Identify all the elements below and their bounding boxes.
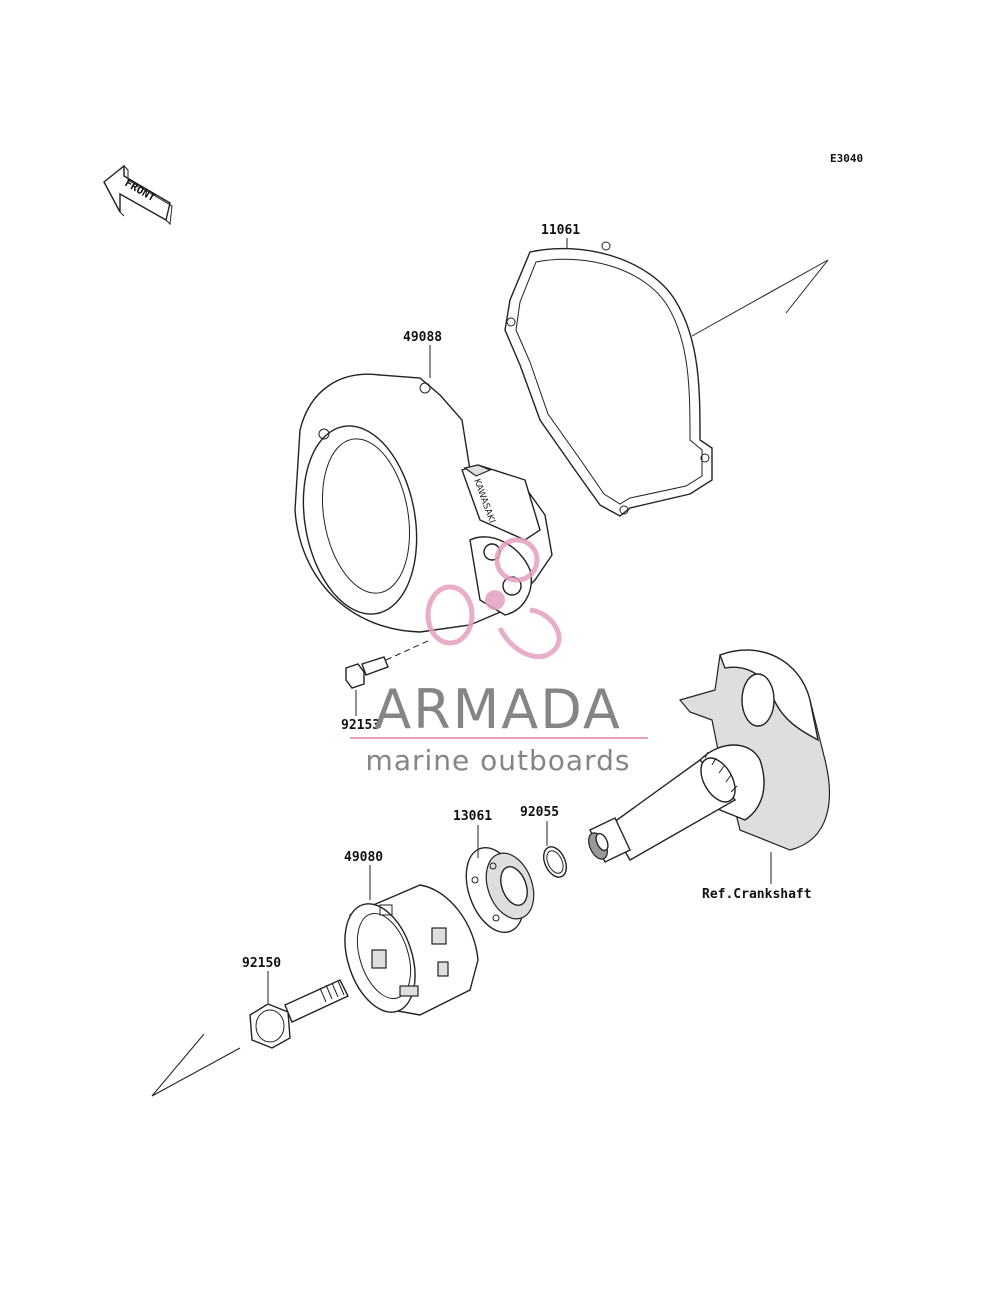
front-arrow-icon: FRONT [103, 164, 173, 226]
recoil-drum-49080 [344, 884, 479, 1016]
lower-centerline [151, 1033, 241, 1097]
reference-label: Ref.Crankshaft [702, 887, 812, 902]
armada-logo-icon [425, 537, 562, 660]
pulley-hub-13061 [465, 847, 535, 933]
bolt-axis-line [385, 639, 431, 661]
crankshaft-reference [588, 649, 830, 863]
part-label-92153: 92153 [341, 718, 380, 733]
part-label-92150: 92150 [242, 956, 281, 971]
gasket-11061 [504, 241, 713, 517]
part-label-11061: 11061 [541, 223, 580, 238]
flange-bolt-92150 [249, 979, 349, 1049]
part-label-49088: 49088 [403, 330, 442, 345]
part-label-92055: 92055 [520, 805, 559, 820]
part-label-13061: 13061 [453, 809, 492, 824]
diagram-code: E3040 [830, 152, 863, 165]
part-label-49080: 49080 [344, 850, 383, 865]
upper-centerline [691, 259, 829, 337]
recoil-cover-49088: KAWASAKI [294, 373, 553, 633]
bolt-92153 [345, 656, 389, 689]
o-ring-92055 [542, 846, 568, 878]
watermark-brand: ARMADA [374, 678, 622, 741]
watermark-tagline: marine outboards [366, 744, 631, 777]
